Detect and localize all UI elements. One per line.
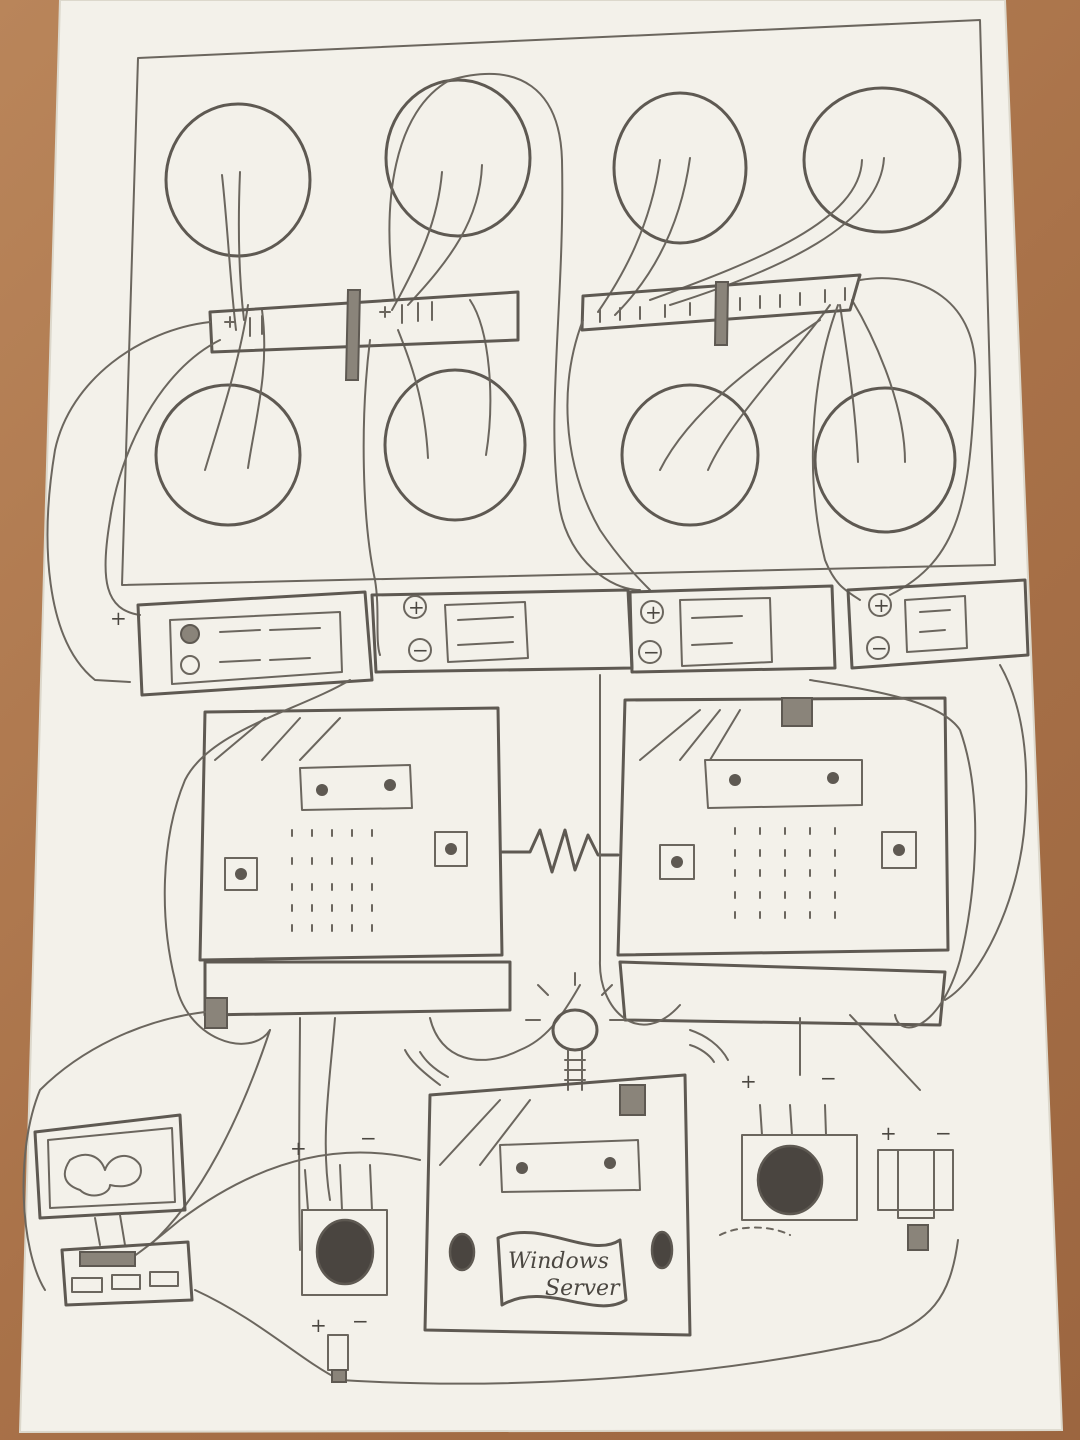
windows-server-logo [496, 1231, 628, 1308]
supply-unit-1: + [110, 590, 374, 697]
supply-2-plus: + [408, 595, 425, 619]
logo-text-server: Server [545, 1276, 621, 1301]
heating-coil-5 [154, 304, 302, 527]
battery-right-plus: + [880, 1121, 897, 1145]
supply-unit-3: + − [628, 584, 837, 674]
supply-4-plus: + [873, 593, 890, 617]
monitor [33, 1113, 187, 1246]
camera-right-plus: + [740, 1069, 757, 1093]
battery-right: + − [877, 1121, 954, 1251]
supply-4-minus: − [871, 636, 888, 660]
cable-loop-right [719, 1226, 791, 1236]
supply-unit-4: + − [846, 578, 1030, 670]
heating-coil-2 [384, 78, 532, 311]
terminal-strip-right [580, 273, 862, 346]
supply-2-minus: − [412, 638, 429, 662]
led-matrix-right [734, 827, 836, 919]
camera-right-minus: − [820, 1066, 837, 1090]
wifi-waves-right [689, 1029, 729, 1063]
camera-left: + − [290, 1126, 388, 1296]
supply-3-plus: + [645, 600, 662, 624]
battery-left-minus: − [352, 1309, 369, 1333]
camera-left-minus: − [360, 1126, 377, 1150]
heating-coil-6 [383, 299, 527, 522]
wifi-waves-left [404, 1049, 449, 1086]
controller-board-left [198, 706, 512, 1029]
server-box: Windows Server [423, 1073, 692, 1337]
heater-panel-frame [121, 19, 996, 586]
camera-right: + − [740, 1066, 858, 1221]
heating-coil-1 [164, 102, 312, 331]
battery-right-minus: − [935, 1121, 952, 1145]
heating-coil-3 [597, 91, 748, 316]
battery-left-plus: + [310, 1313, 327, 1337]
controller-board-right [616, 696, 950, 1027]
panel-wiring [46, 72, 977, 683]
heating-coil-4 [649, 86, 962, 306]
led-matrix-left [291, 829, 373, 932]
supply-3-minus: − [643, 640, 660, 664]
logo-text-windows: Windows [508, 1249, 609, 1274]
heating-coil-8 [813, 299, 957, 534]
keyboard-hub [60, 1240, 194, 1307]
paper-sheet [18, 0, 1064, 1434]
wireless-link-zigzag [500, 828, 620, 874]
battery-left: + − [310, 1309, 369, 1383]
lamp-with-light-rays [525, 972, 625, 1091]
camera-left-plus: + [290, 1136, 307, 1160]
supply-edge-plus: + [110, 606, 127, 630]
terminal-strip-left [208, 289, 520, 381]
heating-coil-7 [620, 304, 831, 527]
